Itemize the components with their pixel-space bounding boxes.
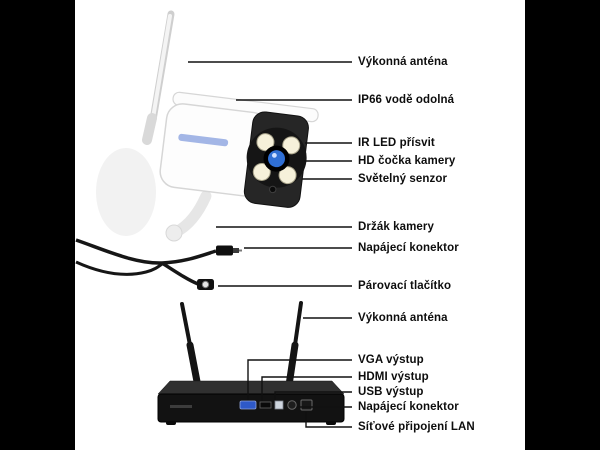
ir-led-icon (252, 133, 301, 185)
camera-lens-icon (263, 145, 290, 172)
label-pairing-button: Párovací tlačítko (358, 280, 452, 292)
nvr-illustration (157, 301, 345, 425)
power-port-icon (287, 400, 297, 410)
cable-illustration (75, 238, 242, 290)
callout-lines (188, 61, 352, 428)
nvr-antenna-left-icon (180, 302, 203, 396)
power-connector-icon (216, 245, 242, 256)
lan-port-icon (300, 399, 313, 411)
camera-body (159, 91, 319, 208)
label-camera-hd-lens: HD čočka kamery (358, 155, 456, 167)
label-camera-ir-led: IR LED přísvit (358, 137, 435, 149)
label-camera-light-sensor: Světelný senzor (358, 173, 448, 185)
camera-illustration (96, 10, 319, 242)
label-nvr-lan-connection: Síťové připojení LAN (358, 421, 475, 433)
label-camera-mount: Držák kamery (358, 221, 435, 233)
label-camera-antenna: Výkonná anténa (358, 56, 448, 68)
letterbox-right-bar (525, 0, 600, 450)
light-sensor-icon (269, 185, 277, 194)
nvr-antenna-right-icon (284, 301, 303, 396)
callout-hdmi (261, 376, 352, 401)
label-nvr-vga-output: VGA výstup (358, 354, 424, 366)
camera-mount-bracket-icon (96, 148, 212, 242)
vga-port-icon (239, 400, 257, 410)
label-camera-power-connector: Napájecí konektor (358, 242, 459, 254)
callout-usb (274, 391, 352, 400)
brand-print (178, 133, 229, 147)
pairing-button-icon (197, 279, 214, 290)
label-nvr-power-connector: Napájecí konektor (358, 401, 459, 413)
callout-lan (305, 412, 352, 428)
hdmi-port-icon (259, 401, 272, 409)
label-nvr-antenna: Výkonná anténa (358, 312, 448, 324)
camera-antenna-icon (142, 10, 175, 145)
label-camera-waterproof: IP66 vodě odolná (358, 94, 455, 106)
label-nvr-hdmi-output: HDMI výstup (358, 371, 429, 383)
callout-vga (247, 359, 352, 400)
usb-port-icon (274, 400, 284, 410)
label-nvr-usb-output: USB výstup (358, 386, 424, 398)
letterbox-left-bar (0, 0, 75, 450)
